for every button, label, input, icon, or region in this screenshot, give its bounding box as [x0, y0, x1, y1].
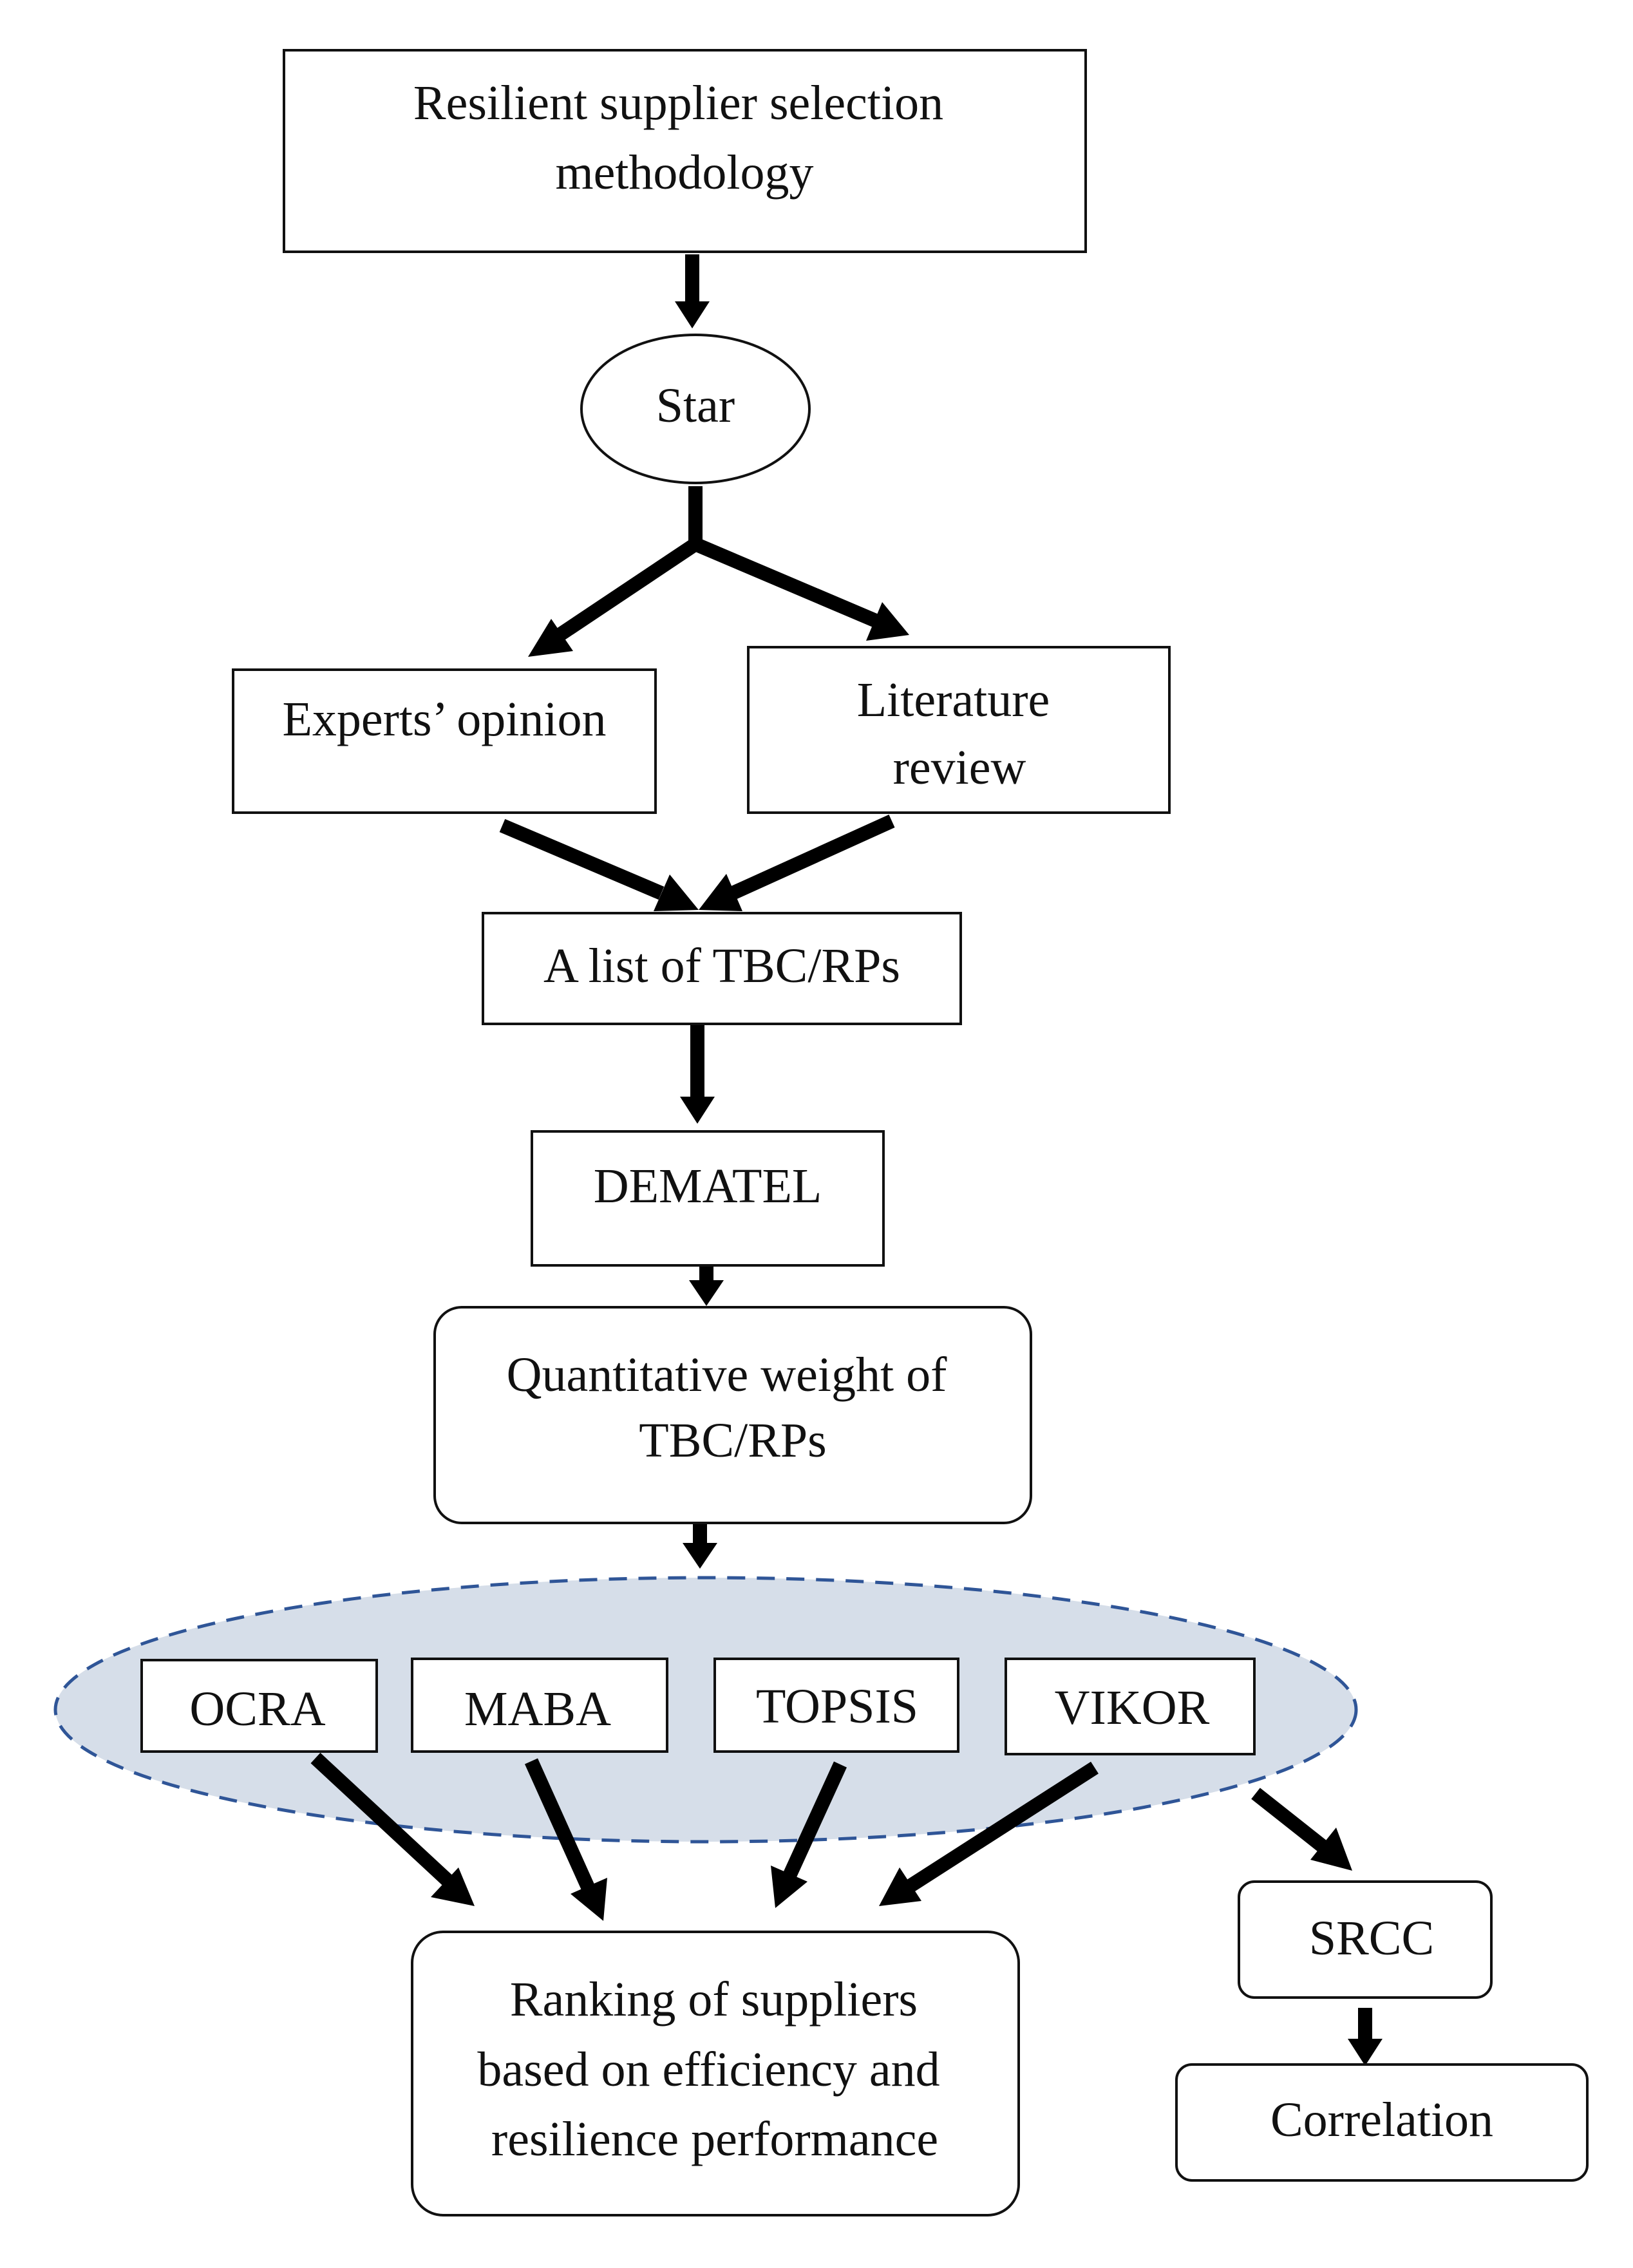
srcc-label: SRCC: [1309, 1911, 1434, 1965]
ocra-label: OCRA: [189, 1682, 325, 1736]
tbc-list-label: A list of TBC/RPs: [543, 939, 900, 993]
topsis-node: TOPSIS: [713, 1658, 959, 1753]
methodology-label: Resilient supplier selection methodology: [413, 76, 956, 200]
experts-opinion-label: Experts’ opinion: [282, 692, 606, 746]
quantitative-weight-label: Quantitative weight of TBC/RPs: [507, 1348, 959, 1468]
arrow-vikor-to-ranking: [904, 1761, 1099, 1894]
methodology-node: Resilient supplier selection methodology: [283, 49, 1087, 253]
maba-label: MABA: [464, 1682, 611, 1736]
dematel-label: DEMATEL: [594, 1159, 822, 1213]
tbc-list-node: A list of TBC/RPs: [482, 912, 962, 1025]
arrows: [310, 254, 1383, 2066]
ocra-node: OCRA: [140, 1659, 378, 1753]
dematel-node: DEMATEL: [531, 1130, 885, 1267]
arrow-to-literature-head: [866, 602, 909, 641]
literature-review-label: Literature review: [857, 673, 1062, 795]
vikor-label: VIKOR: [1055, 1681, 1210, 1735]
arrow-to-experts-head: [528, 619, 573, 657]
ranking-node: Ranking of suppliers based on efficiency…: [411, 1931, 1020, 2216]
arrow-ocra-to-ranking: [310, 1752, 454, 1887]
arrow-vikor-to-srcc: [1251, 1788, 1331, 1855]
literature-review-node: Literature review: [747, 646, 1171, 814]
ranking-label: Ranking of suppliers based on efficiency…: [477, 1972, 952, 2166]
arrow-experts-to-list: [499, 818, 665, 900]
correlation-node: Correlation: [1175, 2063, 1589, 2182]
vikor-node: VIKOR: [1005, 1658, 1256, 1755]
srcc-node: SRCC: [1238, 1880, 1493, 1999]
topsis-label: TOPSIS: [756, 1679, 918, 1734]
quantitative-weight-node: Quantitative weight of TBC/RPs: [433, 1306, 1032, 1524]
correlation-label: Correlation: [1270, 2093, 1493, 2147]
experts-opinion-node: Experts’ opinion: [232, 668, 657, 814]
arrow-maba-to-ranking: [524, 1758, 596, 1893]
methods-group-ellipse: [53, 1576, 1358, 1844]
start-label: Star: [656, 379, 735, 433]
arrow-literature-to-list: [731, 814, 895, 900]
arrow-topsis-to-ranking: [782, 1761, 847, 1880]
start-node: Star: [580, 334, 811, 484]
maba-node: MABA: [411, 1658, 668, 1753]
